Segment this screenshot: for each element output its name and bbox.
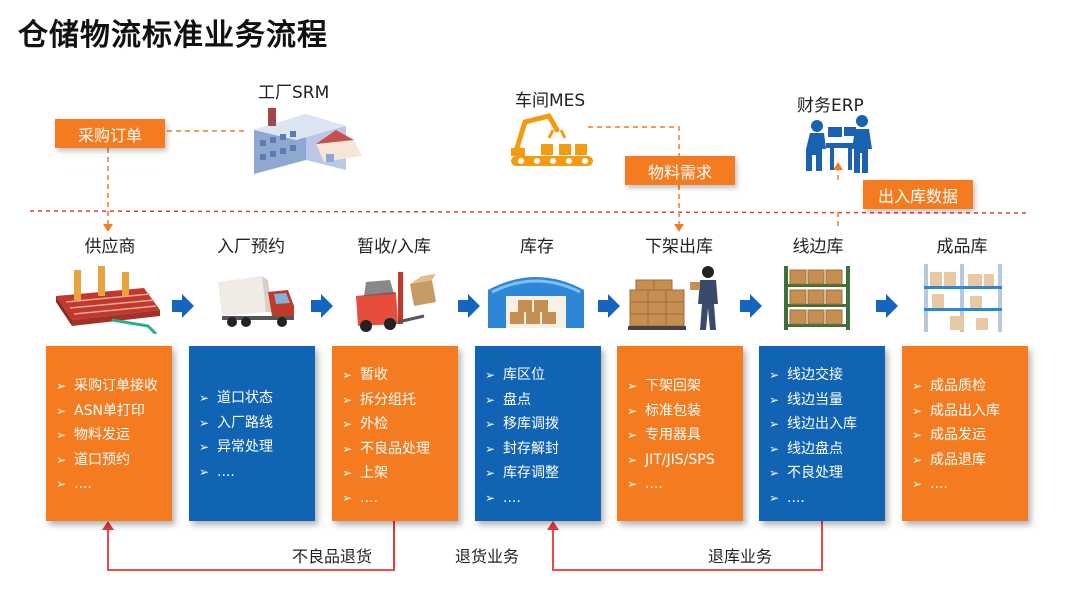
stock-return-label: 退库业务 (708, 547, 773, 566)
factory-line-icon (56, 266, 160, 334)
list-item: ➢入厂路线 (199, 414, 273, 431)
list-item: ➢不良品处理 (342, 440, 430, 457)
stage-box-receiving: ➢暂收 ➢拆分组托 ➢外检 ➢不良品处理 ➢上架 ➢.... (332, 346, 458, 521)
return-business-label: 退货业务 (455, 547, 520, 566)
stage-box-lineside: ➢线边交接 ➢线边当量 ➢线边出入库 ➢线边盘点 ➢不良处理 ➢.... (759, 346, 885, 521)
list-item: ➢移库调拨 (485, 416, 559, 432)
defect-return-label: 不良品退货 (292, 547, 373, 566)
pallet-worker-icon (628, 266, 718, 330)
list-item: ➢外检 (342, 416, 388, 432)
list-item: ➢采购订单接收 (56, 378, 158, 394)
stage-label-inventory: 库存 (520, 237, 554, 257)
stage-box-outbound: ➢下架回架 ➢标准包装 ➢专用器具 ➢JIT/JIS/SPS ➢.... (617, 346, 743, 521)
list-item: ➢.... (769, 489, 805, 506)
stage-box-entry-booking: ➢道口状态 ➢入厂路线 ➢异常处理 ➢.... (189, 346, 315, 521)
list-item: ➢拆分组托 (342, 391, 416, 408)
list-item: ➢JIT/JIS/SPS (627, 451, 715, 468)
stage-label-lineside: 线边库 (792, 237, 844, 257)
srm-to-supplier-line (107, 130, 244, 226)
list-item: ➢线边交接 (769, 367, 843, 383)
flow-arrow-1 (172, 294, 194, 318)
list-item: ➢盘点 (485, 391, 531, 408)
defect-return-arrowhead (102, 521, 114, 530)
rack-icon (924, 264, 1002, 332)
list-item: ➢线边当量 (769, 391, 843, 408)
list-item: ➢道口预约 (56, 451, 130, 468)
list-item: ➢不良处理 (769, 465, 843, 481)
workers-desk-icon (806, 115, 872, 173)
list-item: ➢封存解封 (485, 440, 559, 457)
list-item: ➢下架回架 (627, 378, 701, 394)
list-item: ➢.... (342, 489, 378, 506)
stage-label-receiving: 暂收/入库 (357, 237, 431, 257)
list-item: ➢成品退库 (912, 451, 986, 468)
forklift-icon (356, 272, 436, 332)
erp-label: 财务ERP (797, 96, 864, 116)
list-item: ➢库存调整 (485, 465, 559, 481)
list-item: ➢异常处理 (199, 439, 273, 455)
list-item: ➢线边盘点 (769, 440, 843, 457)
flow-arrow-6 (876, 294, 898, 318)
flow-arrow-2 (311, 294, 333, 318)
stock-return-arrowhead (547, 521, 559, 530)
factory-icon (254, 108, 362, 174)
stage-box-finished-goods: ➢成品质检 ➢成品出入库 ➢成品发运 ➢成品退库 ➢.... (902, 346, 1028, 521)
list-item: ➢.... (627, 476, 663, 492)
warehouse-icon (488, 277, 584, 328)
page-title: 仓储物流标准业务流程 (18, 18, 328, 53)
list-item: ➢专用器具 (627, 427, 701, 443)
flow-arrow-3 (458, 294, 480, 318)
list-item: ➢线边出入库 (769, 416, 857, 432)
flow-arrow-4 (598, 294, 620, 318)
mes-label: 车间MES (515, 91, 586, 111)
outbound-arrowhead (674, 224, 684, 232)
mes-to-outbound-line (588, 126, 680, 226)
list-item: ➢成品发运 (912, 427, 986, 443)
material-demand-tag: 物料需求 (625, 156, 735, 185)
erp-arrowhead (833, 162, 843, 170)
list-item: ➢.... (485, 489, 521, 506)
list-item: ➢上架 (342, 465, 388, 481)
list-item: ➢成品出入库 (912, 402, 1000, 419)
truck-icon (218, 276, 294, 327)
robot-arm-icon (511, 113, 593, 166)
stage-box-inventory: ➢库区位 ➢盘点 ➢移库调拨 ➢封存解封 ➢库存调整 ➢.... (475, 346, 601, 521)
shelf-icon (784, 266, 850, 330)
list-item: ➢成品质检 (912, 378, 986, 394)
purchase-order-tag: 采购订单 (55, 119, 165, 148)
io-data-tag: 出入库数据 (863, 180, 973, 209)
list-item: ➢.... (912, 476, 948, 492)
srm-label: 工厂SRM (258, 83, 330, 103)
list-item: ➢物料发运 (56, 427, 130, 443)
stage-label-supplier: 供应商 (84, 237, 136, 257)
list-item: ➢.... (199, 463, 235, 480)
list-item: ➢.... (56, 476, 92, 492)
list-item: ➢ASN单打印 (56, 402, 145, 419)
stage-box-supplier: ➢采购订单接收 ➢ASN单打印 ➢物料发运 ➢道口预约 ➢.... (46, 346, 172, 521)
list-item: ➢暂收 (342, 367, 388, 383)
supplier-arrowhead (103, 224, 113, 232)
list-item: ➢标准包装 (627, 402, 701, 419)
stage-label-entry-booking: 入厂预约 (217, 237, 285, 257)
stock-return-line (552, 521, 823, 571)
flow-arrow-5 (740, 294, 762, 318)
system-divider-line (29, 210, 1031, 214)
stage-label-outbound: 下架出库 (645, 237, 713, 257)
list-item: ➢库区位 (485, 367, 545, 383)
list-item: ➢道口状态 (199, 390, 273, 406)
stage-label-finished-goods: 成品库 (936, 237, 988, 257)
